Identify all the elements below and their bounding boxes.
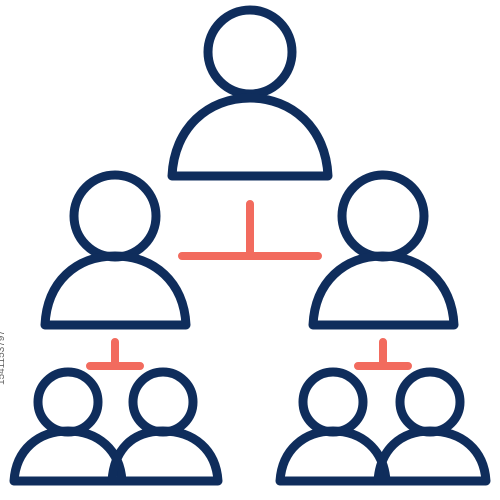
bottom-left-person-b-body: [107, 426, 223, 486]
top-person-body: [167, 93, 333, 181]
bottom-left-person-b-head: [128, 367, 198, 437]
bottom-left-person-a-body: [9, 426, 127, 486]
bottom-right-team-icon: [275, 367, 491, 486]
left-connector: [86, 338, 144, 370]
bottom-right-person-b-head: [395, 367, 465, 437]
top-connector: [178, 200, 322, 260]
middle-left-person-icon: [40, 170, 191, 330]
right-connector: [354, 338, 412, 370]
middle-right-person-body: [308, 251, 459, 330]
top-person-icon: [167, 5, 333, 181]
bottom-left-team-icon: [9, 367, 223, 486]
watermark-id-text: 1541153797: [0, 330, 7, 385]
bottom-left-person-a-head: [33, 367, 103, 437]
middle-left-person-body: [40, 251, 191, 330]
bottom-right-person-b-body: [373, 426, 491, 486]
bottom-right-person-a-head: [298, 367, 368, 437]
stock-watermark: 1541153797: [0, 0, 14, 500]
middle-right-person-head: [337, 170, 429, 262]
middle-right-person-icon: [308, 170, 459, 330]
middle-left-person-head: [69, 170, 161, 262]
top-person-head: [203, 5, 297, 99]
hierarchy-connectors: [86, 200, 412, 370]
bottom-right-person-a-body: [275, 426, 391, 486]
